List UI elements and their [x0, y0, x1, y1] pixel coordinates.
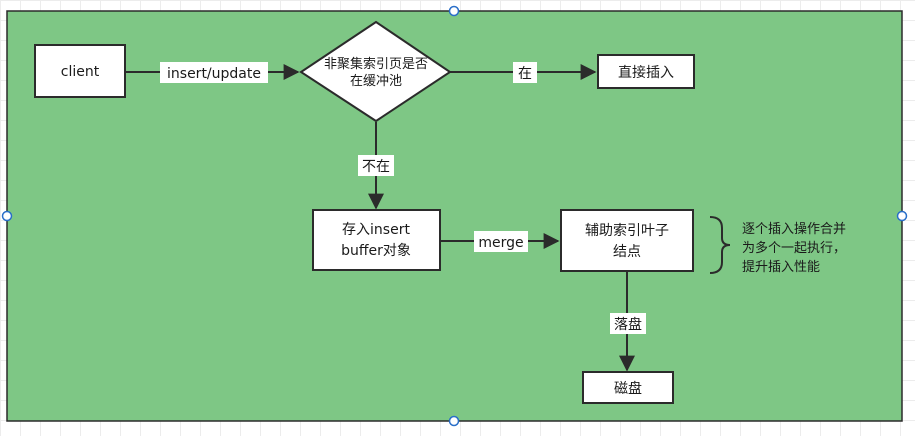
node-client[interactable]: client — [34, 44, 126, 98]
node-direct-insert-label: 直接插入 — [618, 64, 674, 81]
node-insert-buffer-label-line2: buffer对象 — [341, 243, 411, 259]
note-line-2: 为多个一起执行， — [742, 240, 846, 256]
node-client-label: client — [61, 64, 100, 80]
edge-label-no: 不在 — [362, 159, 390, 175]
node-aux-leaf[interactable]: 辅助索引叶子 结点 — [560, 209, 694, 272]
node-insert-buffer[interactable]: 存入insert buffer对象 — [312, 209, 441, 271]
edge-label-yes: 在 — [518, 66, 532, 82]
selection-handles — [1, 5, 908, 427]
note-text: 逐个插入操作合并 为多个一起执行， 提升插入性能 — [742, 221, 846, 275]
node-decision-label-line2: 在缓冲池 — [350, 74, 402, 89]
note-line-1: 逐个插入操作合并 — [742, 221, 846, 237]
brace-icon — [709, 216, 731, 274]
edge-labels: insert/update 在 不在 merge 落盘 — [160, 62, 646, 334]
edge-label-to-disk: 落盘 — [614, 316, 642, 333]
edge-label-merge: merge — [478, 235, 523, 251]
selection-handle-top[interactable] — [448, 5, 460, 17]
diagram-container[interactable] — [6, 10, 903, 422]
selection-handle-left[interactable] — [1, 210, 13, 222]
node-disk[interactable]: 磁盘 — [582, 371, 674, 404]
node-decision-label-line1: 非聚集索引页是否 — [324, 56, 428, 72]
node-direct-insert[interactable]: 直接插入 — [597, 54, 695, 89]
note-line-3: 提升插入性能 — [742, 259, 820, 275]
node-aux-leaf-label-line2: 结点 — [613, 244, 641, 260]
selection-handle-bottom[interactable] — [448, 415, 460, 427]
node-disk-label: 磁盘 — [614, 380, 642, 397]
selection-handle-right[interactable] — [896, 210, 908, 222]
edge-label-insert-update: insert/update — [167, 66, 261, 82]
node-aux-leaf-label-line1: 辅助索引叶子 — [585, 222, 669, 239]
node-insert-buffer-label-line1: 存入insert — [342, 222, 410, 238]
node-decision[interactable]: 非聚集索引页是否 在缓冲池 — [299, 20, 452, 123]
